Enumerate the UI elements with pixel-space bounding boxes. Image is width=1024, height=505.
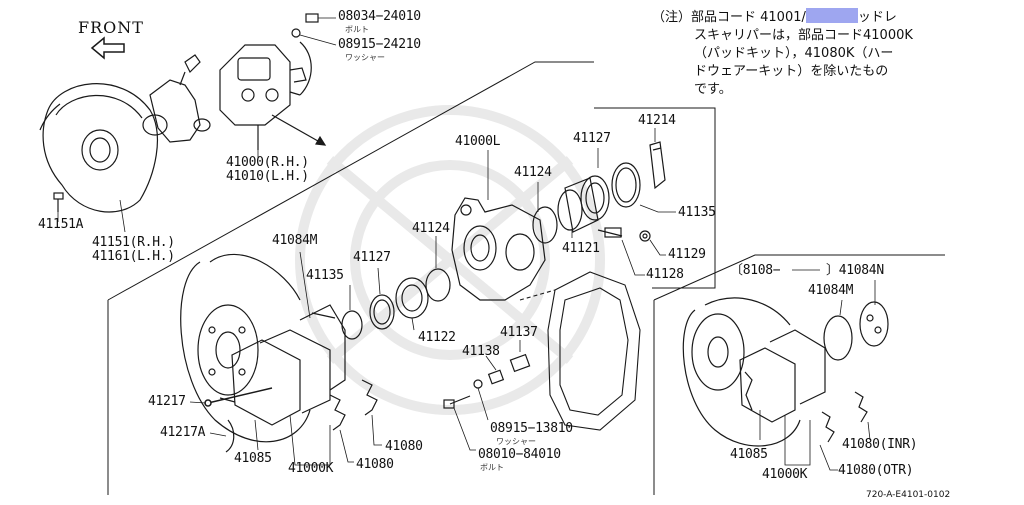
label-41151a: 41151A [38, 217, 84, 232]
redaction-box [805, 8, 858, 23]
label-41084m: 41084M [272, 233, 318, 248]
retaining-clip [649, 141, 666, 190]
label-bolt-08034-sub: ボルト [345, 25, 369, 34]
label-inset-41085: 41085 [730, 447, 768, 462]
label-washer-08915-24210: 08915−24210 [338, 37, 421, 52]
label-41124-mid: 41124 [412, 221, 450, 236]
inset-frame [653, 254, 945, 495]
piston-seal-rings-right [532, 162, 641, 244]
pad-clip [225, 419, 235, 453]
drawing-reference: 720-A-E4101-0102 [866, 490, 951, 500]
label-bolt-08034: 08034−24010 [338, 9, 421, 24]
label-inset-41080-otr: 41080(OTR) [838, 463, 914, 478]
bolt-41151a-icon [53, 192, 64, 212]
label-41214: 41214 [638, 113, 676, 128]
label-41129: 41129 [668, 247, 706, 262]
dust-shield-plate [39, 83, 158, 213]
label-41135-left: 41135 [306, 268, 344, 283]
label-washer-08915-24210-sub: ワッシャー [345, 53, 385, 62]
label-bolt-08010-sub: ボルト [480, 463, 504, 472]
label-inset-41080-inr: 41080(INR) [842, 437, 918, 452]
exploded-view-frame [107, 61, 716, 495]
label-inset-8108: 〔8108− [730, 263, 781, 278]
note-line-2: スキャリパーは，部品コード41000K [694, 28, 913, 43]
label-41124-top: 41124 [514, 165, 552, 180]
slide-pin-bolts [443, 353, 531, 409]
caliper-body [451, 197, 546, 301]
label-washer-08915-13810: 08915−13810 [490, 421, 573, 436]
label-41217: 41217 [148, 394, 186, 409]
label-41080-a: 41080 [385, 439, 423, 454]
label-41127-mid: 41127 [353, 250, 391, 265]
label-caliper-rh: 41000(R.H.) [226, 155, 309, 170]
brake-rotor [180, 253, 311, 443]
label-inset-41000k: 41000K [762, 467, 808, 482]
label-41127-top: 41127 [573, 131, 611, 146]
watermark-crest [295, 105, 605, 415]
steering-knuckle [142, 54, 211, 143]
label-plate-lh: 41161(L.H.) [92, 249, 175, 264]
support-bracket [519, 271, 641, 431]
pad-springs-left [329, 379, 378, 431]
leader-lines [57, 17, 876, 471]
front-label: FRONT [78, 18, 144, 37]
parts-note: （注）部品コード 41001/ッドレ スキャリパーは，部品コード41000K （… [652, 8, 952, 99]
brake-pads-left [219, 304, 346, 426]
label-41000l: 41000L [455, 134, 501, 149]
label-41135-right: 41135 [678, 205, 716, 220]
note-line-1-suffix: ッドレ [857, 10, 897, 25]
note-line-1: （注）部品コード 41001/ッドレ [652, 8, 952, 27]
caliper-assembly-top [219, 44, 307, 150]
label-41122: 41122 [418, 330, 456, 345]
inset-rotor-pads [682, 297, 889, 447]
label-41137: 41137 [500, 325, 538, 340]
label-bolt-08010: 08010−84010 [478, 447, 561, 462]
label-41217a: 41217A [160, 425, 206, 440]
front-arrow-icon [90, 36, 125, 60]
label-41121: 41121 [562, 241, 600, 256]
pad-springs-inset [821, 391, 868, 443]
label-41085-left: 41085 [234, 451, 272, 466]
direction-arrow-icon [271, 114, 327, 146]
caliper-bolt-washer [289, 13, 319, 96]
note-line-4: ドウェアーキット）を除いたもの [694, 64, 889, 79]
label-inset-41084n: 〕41084N [826, 263, 884, 278]
note-line-5: です。 [694, 82, 732, 97]
label-washer-08915-13810-sub: ワッシャー [496, 437, 536, 446]
note-line-1-prefix: （注）部品コード 41001/ [652, 10, 806, 25]
label-41000k-left: 41000K [288, 461, 334, 476]
label-caliper-lh: 41010(L.H.) [226, 169, 309, 184]
label-41128: 41128 [646, 267, 684, 282]
label-41080-b: 41080 [356, 457, 394, 472]
note-line-3: （パッドキット），41080K（ハー [694, 46, 894, 61]
label-41138: 41138 [462, 344, 500, 359]
label-plate-rh: 41151(R.H.) [92, 235, 175, 250]
bleeder-screw [597, 227, 651, 242]
label-inset-41084m: 41084M [808, 283, 854, 298]
